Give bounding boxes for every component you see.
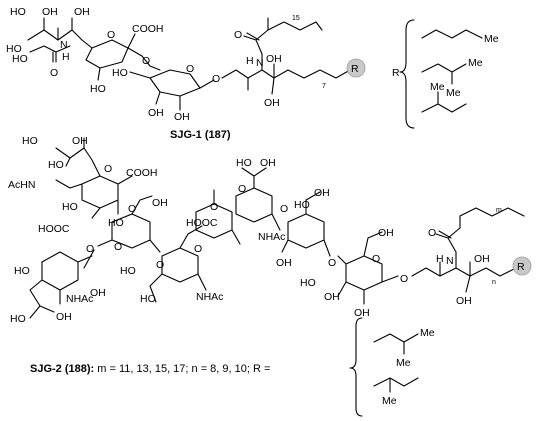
- sjg2-n: N: [446, 255, 454, 267]
- sjg1-oh-b: OH: [74, 6, 90, 18]
- sjg2-ho10: HO: [294, 199, 310, 211]
- sjg1-ho-gly: HO: [12, 53, 28, 65]
- sjg2-ho8: HO: [140, 293, 156, 305]
- sjg2-n-sub: n: [492, 279, 496, 286]
- sjg2-oh-cer1: OH: [474, 253, 490, 265]
- sjg2-ho5: HO: [14, 265, 30, 277]
- sjg2-ho1: HO: [22, 135, 38, 147]
- sjg2-ho11: HO: [300, 277, 316, 289]
- sjg2-oh-cer2: OH: [456, 295, 472, 307]
- sjg2-h: H: [436, 253, 444, 265]
- sjg1-oh-gal1: OH: [148, 107, 164, 119]
- sjg2-o3: O: [86, 243, 94, 255]
- sjg2-ho3: HO: [62, 201, 78, 213]
- sjg1-cooh: COOH: [132, 23, 164, 35]
- sjg1-oh-cer1: OH: [266, 53, 282, 65]
- sjg2-structure: HO OH HO AcHN O COOH HO HO O OH HOOC O O…: [8, 135, 532, 375]
- sjg2-oh7: OH: [276, 257, 292, 269]
- svg-text:SJG-2 (188): m = 11, 13, 15, 1: SJG-2 (188): m = 11, 13, 15, 17; n = 8, …: [30, 363, 270, 375]
- sjg2-cooh1: COOH: [126, 167, 158, 179]
- sjg2-oh1: OH: [72, 135, 88, 147]
- sjg1-structure: HO OH HO OH N H O HO COOH O HO O O HO OH…: [6, 6, 366, 141]
- sjg1-o-link: O: [142, 55, 150, 67]
- sjg2-o-amide: O: [428, 227, 436, 239]
- sjg1-n-cer: N: [256, 57, 264, 69]
- sjg1-n15: 15: [292, 15, 300, 22]
- sjg2-ho6: HO: [10, 313, 26, 325]
- sjg2-ho4: HO: [108, 217, 124, 229]
- sjg2-o6: O: [238, 183, 246, 195]
- sjg1-ho-sia: HO: [90, 83, 106, 95]
- sjg2-r: R: [517, 261, 525, 273]
- sjg1-caption: SJG-1 (187): [170, 129, 231, 141]
- sjg1-r-groups: R Me Me Me Me: [392, 19, 499, 129]
- sjg2-me3: Me: [382, 395, 397, 407]
- sjg2-o1: O: [104, 163, 112, 175]
- sjg2-me1: Me: [420, 327, 435, 339]
- sjg1-o-amide: O: [50, 67, 58, 79]
- sjg1-oh-gal2: OH: [174, 111, 190, 123]
- sjg1-n7: 7: [322, 83, 326, 90]
- sjg1-r: R: [351, 63, 359, 75]
- sjg2-acn1: AcHN: [8, 179, 35, 191]
- sjg2-ho7: HO: [120, 265, 136, 277]
- sjg1-me4: Me: [430, 81, 445, 93]
- sjg2-hooc1: HOOC: [186, 217, 218, 229]
- sjg1-h: H: [62, 51, 70, 63]
- sjg2-caption-params: m = 11, 13, 15, 17; n = 8, 9, 10; R =: [94, 363, 270, 375]
- sjg1-o-ring-sia: O: [107, 29, 115, 41]
- sjg1-o-ring-gal: O: [186, 63, 194, 75]
- sjg1-h-cer: H: [246, 55, 254, 67]
- sjg2-hooc2: HOOC: [38, 223, 70, 235]
- sjg2-caption-name: SJG-2 (188):: [30, 363, 94, 375]
- sjg1-o-cer: O: [234, 29, 242, 41]
- sjg2-oh3: OH: [90, 287, 106, 299]
- sjg2-oh10: OH: [354, 307, 370, 319]
- sjg1-ho-gal: HO: [112, 67, 128, 79]
- sjg1-me2: Me: [468, 57, 483, 69]
- sjg2-o-ring2: O: [114, 241, 122, 253]
- sjg2-o8: O: [328, 257, 336, 269]
- sjg2-ho2: HO: [48, 159, 64, 171]
- sjg2-oh8: OH: [324, 291, 340, 303]
- sjg1-o-glyc: O: [212, 73, 220, 85]
- sjg2-o7: O: [280, 203, 288, 215]
- sjg2-m: m: [496, 207, 502, 214]
- sjg2-o2: O: [210, 201, 218, 213]
- sjg2-nhac1: NHAc: [66, 293, 93, 305]
- sjg2-o5: O: [194, 243, 202, 255]
- sjg2-oh2: OH: [152, 197, 168, 209]
- sjg1-ho-a: HO: [10, 6, 26, 18]
- sjg2-o-ring1: O: [128, 203, 136, 215]
- sjg1-me1: Me: [484, 33, 499, 45]
- sjg2-oh9: OH: [378, 227, 394, 239]
- sjg2-oh4: OH: [56, 311, 72, 323]
- sjg2-ho9: HO: [236, 157, 252, 169]
- sjg2-o4: O: [156, 259, 164, 271]
- sjg2-r-groups: Me Me Me: [349, 317, 435, 417]
- sjg1-me3: Me: [446, 87, 461, 99]
- sjg1-r-label: R: [392, 67, 400, 79]
- sjg2-o9: O: [372, 253, 380, 265]
- sjg2-me2: Me: [396, 357, 411, 369]
- sjg2-nhac2: NHAc: [196, 291, 223, 303]
- sjg1-n: N: [60, 39, 68, 51]
- sjg1-oh-cer2: OH: [264, 97, 280, 109]
- sjg2-oh5: OH: [260, 157, 276, 169]
- sjg2-o10: O: [400, 273, 408, 285]
- sjg1-oh-a: OH: [42, 6, 58, 18]
- sjg2-nhac3: NHAc: [258, 231, 285, 243]
- sjg1-ho-b: HO: [6, 43, 22, 55]
- sjg2-oh6: OH: [314, 187, 330, 199]
